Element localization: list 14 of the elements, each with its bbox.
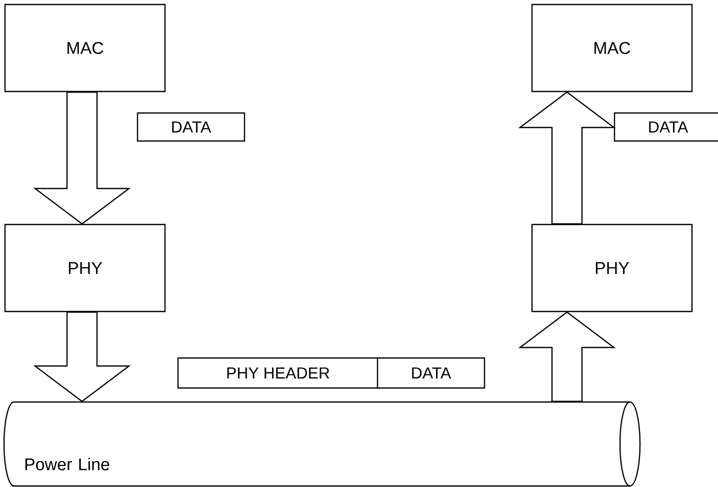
- process-box: MAC: [531, 4, 693, 92]
- data-field: PHY HEADER: [177, 357, 379, 389]
- process-box: PHY: [4, 224, 166, 312]
- process-box: PHY: [531, 224, 693, 312]
- block-arrow: [518, 311, 616, 402]
- power-line-cylinder: Power Line: [3, 401, 641, 487]
- block-arrow: [33, 92, 131, 225]
- data-field: DATA: [614, 112, 718, 142]
- data-field: DATA: [136, 112, 246, 142]
- process-box: MAC: [4, 4, 166, 92]
- data-field: DATA: [376, 357, 486, 389]
- block-arrow: [33, 312, 131, 402]
- node-label: Power Line: [25, 458, 110, 470]
- block-arrow: [518, 91, 616, 224]
